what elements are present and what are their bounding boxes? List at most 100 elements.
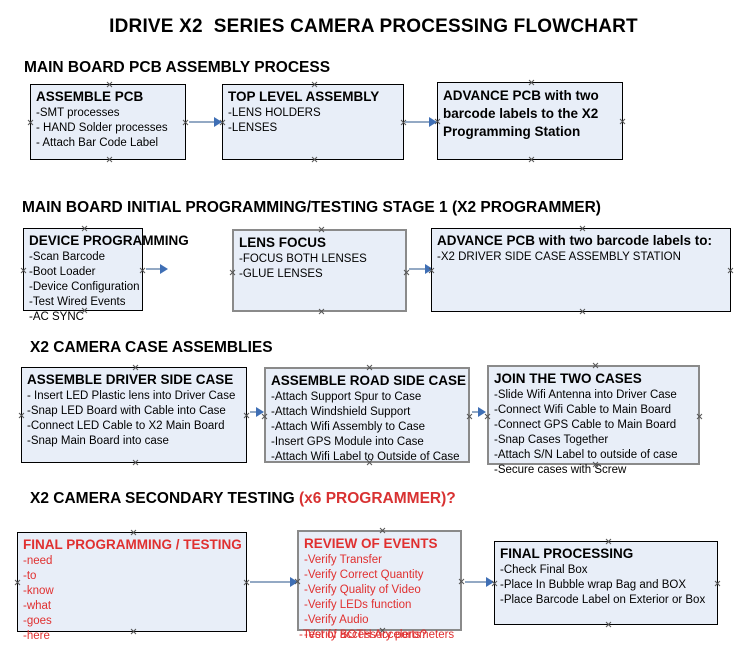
node-line: -Verify Transfer bbox=[304, 554, 382, 566]
connection-handle-right bbox=[243, 412, 250, 419]
node-line: -AC SYNC bbox=[29, 311, 84, 323]
node-line: -FOCUS BOTH LENSES bbox=[239, 253, 367, 265]
connection-handle-bottom bbox=[106, 156, 113, 163]
node-title: FINAL PROCESSING bbox=[500, 546, 634, 561]
connection-handle-right bbox=[619, 118, 626, 125]
connection-handle-right bbox=[727, 267, 734, 274]
node-line: -know bbox=[23, 585, 54, 597]
arrow-head-icon bbox=[429, 117, 437, 127]
arrow-head-icon bbox=[290, 577, 298, 587]
node-line: -Attach S/N Label to outside of case bbox=[494, 449, 678, 461]
node-line: -Verify Correct Quantity bbox=[304, 569, 424, 581]
node-line: -Attach Wifi Label to Outside of Case bbox=[271, 451, 460, 463]
connection-handle-top bbox=[366, 364, 373, 371]
connection-handle-bottom bbox=[311, 156, 318, 163]
arrow-head-icon bbox=[214, 117, 222, 127]
connector-assemble-pcb-to-top-level bbox=[189, 121, 216, 123]
page-title: IDRIVE X2 SERIES CAMERA PROCESSING FLOWC… bbox=[109, 16, 638, 37]
node-line: -GLUE LENSES bbox=[239, 268, 323, 280]
node-line: -Test Wired Events bbox=[29, 296, 126, 308]
node-assemble-road-side-case[interactable]: ASSEMBLE ROAD SIDE CASE -Attach Support … bbox=[264, 367, 470, 463]
node-line: -X2 DRIVER SIDE CASE ASSEMBLY STATION bbox=[437, 251, 681, 263]
node-line: -Verify LEDs function bbox=[304, 599, 412, 611]
node-line: -SMT processes bbox=[36, 107, 120, 119]
connection-handle-top bbox=[528, 79, 535, 86]
node-advance-pcb-driver-case[interactable]: ADVANCE PCB with two barcode labels to: … bbox=[431, 228, 731, 312]
connection-handle-top bbox=[579, 225, 586, 232]
node-final-programming-testing[interactable]: FINAL PROGRAMMING / TESTING -need -to -k… bbox=[14, 529, 250, 642]
connection-handle-right bbox=[466, 413, 473, 420]
connector-review-events-to-final-processing bbox=[465, 581, 490, 583]
node-title: FINAL PROGRAMMING / TESTING bbox=[23, 537, 242, 552]
node-line: -LENSES bbox=[228, 122, 278, 134]
node-line: -Snap Main Board into case bbox=[27, 435, 169, 447]
node-title: ADVANCE PCB with two barcode labels to t… bbox=[443, 88, 599, 139]
connection-handle-right bbox=[243, 579, 250, 586]
connector-driver-case-to-road-case bbox=[250, 411, 260, 413]
node-device-programming[interactable]: DEVICE PROGRAMMING -Scan Barcode -Boot L… bbox=[20, 225, 189, 323]
node-line: -Scan Barcode bbox=[29, 251, 106, 263]
node-final-processing[interactable]: FINAL PROCESSING -Check Final Box -Place… bbox=[494, 541, 718, 625]
section-header-main-board-pcb-assembly: MAIN BOARD PCB ASSEMBLY PROCESS bbox=[24, 59, 330, 77]
node-line: -what bbox=[23, 600, 52, 612]
node-advance-pcb-programming-station[interactable]: ADVANCE PCB with two barcode labels to t… bbox=[437, 82, 623, 160]
connection-handle-right bbox=[403, 269, 410, 276]
node-line: -Insert GPS Module into Case bbox=[271, 436, 424, 448]
node-line: -to bbox=[23, 570, 37, 582]
connection-handle-top bbox=[379, 527, 386, 534]
connector-lens-focus-to-advance-pcb bbox=[409, 268, 428, 270]
node-title: ASSEMBLE PCB bbox=[36, 89, 144, 104]
node-line: -need bbox=[23, 555, 53, 567]
arrow-head-icon bbox=[160, 264, 168, 274]
connection-handle-top bbox=[130, 529, 137, 536]
node-line: - HAND Solder processes bbox=[36, 122, 168, 134]
connection-handle-top bbox=[592, 362, 599, 369]
connector-final-programming-to-review-events bbox=[250, 581, 294, 583]
node-lens-focus[interactable]: LENS FOCUS -FOCUS BOTH LENSES -GLUE LENS… bbox=[232, 229, 407, 312]
node-line: -Attach Windshield Support bbox=[271, 406, 411, 418]
node-line-overflow: -Test of accessory ports? bbox=[299, 629, 427, 641]
node-title: REVIEW OF EVENTS bbox=[304, 536, 438, 551]
arrow-head-icon bbox=[256, 407, 264, 417]
node-line: -Verify Quality of Video bbox=[304, 584, 421, 596]
node-line: -LENS HOLDERS bbox=[228, 107, 321, 119]
connection-handle-top bbox=[318, 226, 325, 233]
connection-handle-left bbox=[20, 267, 27, 274]
node-title: ASSEMBLE DRIVER SIDE CASE bbox=[27, 372, 234, 387]
connection-handle-right bbox=[458, 578, 465, 585]
section-header-label: MAIN BOARD INITIAL PROGRAMMING/TESTING S… bbox=[22, 199, 601, 216]
connection-handle-left bbox=[18, 412, 25, 419]
node-title: LENS FOCUS bbox=[239, 235, 327, 250]
arrow-head-icon bbox=[486, 577, 494, 587]
node-assemble-pcb[interactable]: ASSEMBLE PCB -SMT processes - HAND Solde… bbox=[30, 84, 186, 160]
arrow-head-icon bbox=[425, 264, 433, 274]
node-line: - Attach Bar Code Label bbox=[36, 137, 159, 149]
section-header-label: MAIN BOARD PCB ASSEMBLY PROCESS bbox=[24, 59, 331, 76]
connection-handle-right bbox=[182, 119, 189, 126]
node-review-of-events[interactable]: REVIEW OF EVENTS -Verify Transfer -Verif… bbox=[297, 527, 465, 641]
connector-device-programming-to-lens-focus bbox=[146, 268, 164, 270]
connection-handle-left bbox=[14, 579, 21, 586]
node-line: -Slide Wifi Antenna into Driver Case bbox=[494, 389, 677, 401]
node-line: -Secure cases with Screw bbox=[494, 464, 627, 476]
node-line: -Place In Bubble wrap Bag and BOX bbox=[500, 579, 687, 591]
connection-handle-right bbox=[696, 413, 703, 420]
section-header-x2-camera-case-assemblies: X2 CAMERA CASE ASSEMBLIES bbox=[30, 339, 273, 357]
node-line: -Connect Wifi Cable to Main Board bbox=[494, 404, 672, 416]
node-line: -Check Final Box bbox=[500, 564, 588, 576]
connection-handle-top bbox=[106, 81, 113, 88]
node-title: JOIN THE TWO CASES bbox=[494, 371, 642, 386]
node-assemble-driver-side-case[interactable]: ASSEMBLE DRIVER SIDE CASE - Insert LED P… bbox=[21, 367, 247, 463]
connection-handle-top bbox=[81, 225, 88, 232]
connection-handle-right bbox=[139, 267, 146, 274]
node-join-the-two-cases[interactable]: JOIN THE TWO CASES -Slide Wifi Antenna i… bbox=[487, 362, 703, 476]
node-title: TOP LEVEL ASSEMBLY bbox=[228, 89, 380, 104]
node-line: -here bbox=[23, 630, 50, 642]
node-top-level-assembly[interactable]: TOP LEVEL ASSEMBLY -LENS HOLDERS -LENSES bbox=[222, 84, 404, 160]
node-line: -Verify Audio bbox=[304, 614, 369, 626]
section-header-x2-camera-secondary-testing: X2 CAMERA SECONDARY TESTING (x6 PROGRAMM… bbox=[30, 490, 456, 508]
connector-top-level-to-advance-pcb bbox=[405, 121, 431, 123]
node-line: -Snap Cases Together bbox=[494, 434, 609, 446]
node-line: -Snap LED Board with Cable into Case bbox=[27, 405, 226, 417]
node-line: -Device Configuration bbox=[29, 281, 140, 293]
